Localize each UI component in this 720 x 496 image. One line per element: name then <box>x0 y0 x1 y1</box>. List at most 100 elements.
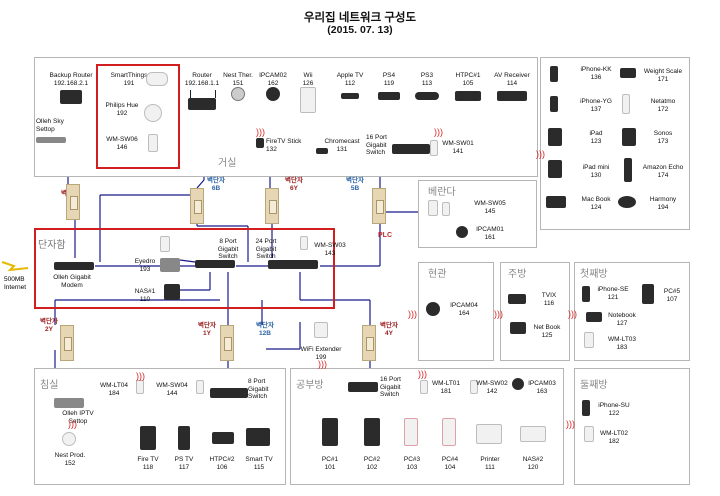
ps4-name: PS4 <box>382 72 396 79</box>
weight-scale[interactable]: Weight Scale 171 <box>640 68 686 83</box>
wall-jack-label: 벽단자 <box>380 322 398 329</box>
philips-hue[interactable]: Philips Hue 192 <box>102 102 142 117</box>
mac-book-name: Mac Book <box>581 196 611 203</box>
wm-lt02[interactable]: WM-LT02 182 <box>596 430 632 445</box>
av-receiver[interactable]: AV Receiver 114 <box>490 72 534 102</box>
ps-tv[interactable]: PS TV 117 <box>166 456 202 471</box>
iphone-su[interactable]: iPhone-SU 122 <box>596 402 632 417</box>
olleh-sky-settop[interactable]: Olleh Sky Settop <box>36 118 76 143</box>
pc2[interactable]: PC#2 102 <box>356 456 388 471</box>
sonos-name: Sonos <box>653 130 673 137</box>
nas1[interactable]: NAS#1 110 <box>130 288 160 303</box>
router[interactable]: Router 192.168.1.1 <box>182 72 222 87</box>
ps4[interactable]: PS4 119 <box>374 72 404 101</box>
mac-book[interactable]: Mac Book 124 <box>574 196 618 211</box>
switch-8-mdf[interactable]: 8 Port Gigabit Switch <box>212 238 244 261</box>
smartthings-hub-icon <box>146 72 168 86</box>
pc1-ip: 101 <box>324 463 336 471</box>
switch-icon <box>348 382 378 392</box>
wii[interactable]: Wii 126 <box>296 72 320 114</box>
room-label-mdf: 단자함 <box>38 240 66 251</box>
wm-sw03-ip: 143 <box>324 249 336 257</box>
ipcam03-ip: 163 <box>536 387 548 395</box>
backup-router[interactable]: Backup Router 192.168.2.1 <box>42 72 100 105</box>
switch-24-mdf[interactable]: 24 Port Gigabit Switch <box>250 238 282 261</box>
wifi-extender[interactable]: WiFi Extender 199 <box>298 346 344 361</box>
ipcam01[interactable]: IPCAM01 161 <box>470 226 510 241</box>
ipad-mini[interactable]: iPad mini 130 <box>574 164 618 179</box>
chromecast-name: Chromecast <box>324 138 360 145</box>
nas2-name: NAS#2 <box>522 456 544 463</box>
pc1[interactable]: PC#1 101 <box>314 456 346 471</box>
modem-icon <box>54 262 94 270</box>
wifi-icon: ))) <box>494 309 503 319</box>
smart-tv[interactable]: Smart TV 115 <box>240 456 278 471</box>
pc3[interactable]: PC#3 103 <box>396 456 428 471</box>
notebook[interactable]: Notebook 127 <box>604 312 640 327</box>
smart-plug-icon <box>300 236 308 250</box>
apple-tv[interactable]: Apple TV 112 <box>330 72 370 100</box>
wm-lt03-name: WM-LT03 <box>607 336 637 343</box>
wm-sw03[interactable]: WM-SW03 143 <box>310 242 350 257</box>
wm-sw02-name: WM-SW02 <box>476 380 508 387</box>
smartthings[interactable]: SmartThings 191 <box>102 72 156 87</box>
amazon-echo[interactable]: Amazon Echo 174 <box>640 164 686 179</box>
nest-protect[interactable]: Nest Prod. 152 <box>50 452 90 467</box>
nest-thermostat[interactable]: Nest Ther. 151 <box>222 72 254 102</box>
fire-tv[interactable]: Fire TV 118 <box>130 456 166 471</box>
firetv-stick[interactable]: FireTV Stick 132 <box>266 138 306 153</box>
harmony[interactable]: Harmony 194 <box>640 196 686 211</box>
iphone-kk[interactable]: iPhone-KK 136 <box>576 66 616 81</box>
iphone-yg[interactable]: iPhone-YG 137 <box>576 98 616 113</box>
eyedro[interactable]: Eyedro 193 <box>130 258 160 273</box>
pc5[interactable]: PC#5 107 <box>658 288 686 303</box>
iphone-se[interactable]: iPhone-SE 121 <box>596 286 630 301</box>
laptop-icon <box>586 312 602 322</box>
amazon-echo-ip: 174 <box>657 171 669 179</box>
wifi-extender-ip: 199 <box>315 353 327 361</box>
htpc1[interactable]: HTPC#1 105 <box>452 72 484 102</box>
pc-tower-icon <box>364 418 380 446</box>
pc4-ip: 104 <box>444 463 456 471</box>
chromecast[interactable]: Chromecast 131 <box>322 138 362 153</box>
net-book[interactable]: Net Book 125 <box>530 324 564 339</box>
wall-jack-label: 벽단자 <box>207 177 225 184</box>
nas2[interactable]: NAS#2 120 <box>516 456 550 471</box>
htpc2[interactable]: HTPC#2 106 <box>204 456 240 471</box>
ps3[interactable]: PS3 113 <box>412 72 442 101</box>
wm-sw04[interactable]: WM-SW04 144 <box>152 382 192 397</box>
wm-sw05[interactable]: WM-SW05 145 <box>470 200 510 215</box>
wm-sw06[interactable]: WM-SW06 146 <box>102 136 142 151</box>
printer[interactable]: Printer 111 <box>474 456 506 471</box>
wm-lt01[interactable]: WM-LT01 181 <box>428 380 464 395</box>
wm-sw02[interactable]: WM-SW02 142 <box>474 380 510 395</box>
wm-lt03[interactable]: WM-LT03 183 <box>604 336 640 351</box>
settop-icon <box>54 398 84 408</box>
ipad-mini-name: iPad mini <box>582 164 610 171</box>
tvix[interactable]: TVIX 116 <box>536 292 562 307</box>
settop-icon <box>36 137 66 143</box>
pc4[interactable]: PC#4 104 <box>434 456 466 471</box>
olleh-iptv-settop[interactable]: Olleh IPTV Settop <box>60 410 96 425</box>
pc5-ip: 107 <box>666 295 678 303</box>
wm-sw01[interactable]: WM-SW01 141 <box>438 140 478 155</box>
ipcam02[interactable]: IPCAM02 162 <box>256 72 290 102</box>
ipcam04[interactable]: IPCAM04 164 <box>444 302 484 317</box>
wm-lt04[interactable]: WM-LT04 184 <box>96 382 132 397</box>
console-icon <box>300 87 316 113</box>
room-label-room2: 둘째방 <box>580 380 608 391</box>
wii-name: Wii <box>303 72 313 79</box>
pc-icon <box>455 91 481 101</box>
netatmo[interactable]: Netatmo 172 <box>640 98 686 113</box>
switch-8-bedroom[interactable]: 8 Port Gigabit Switch <box>248 378 280 401</box>
switch-16-study[interactable]: 16 Port Gigabit Switch <box>380 376 410 399</box>
olleh-modem[interactable]: Olleh Gigabit Modem <box>52 274 92 289</box>
ipad[interactable]: iPad 123 <box>576 130 616 145</box>
pc3-name: PC#3 <box>403 456 421 463</box>
switch-16-living[interactable]: 16 Port Gigabit Switch <box>366 134 400 157</box>
phone-icon <box>550 66 558 82</box>
sonos[interactable]: Sonos 173 <box>640 130 686 145</box>
ipcam03[interactable]: IPCAM03 163 <box>524 380 560 395</box>
